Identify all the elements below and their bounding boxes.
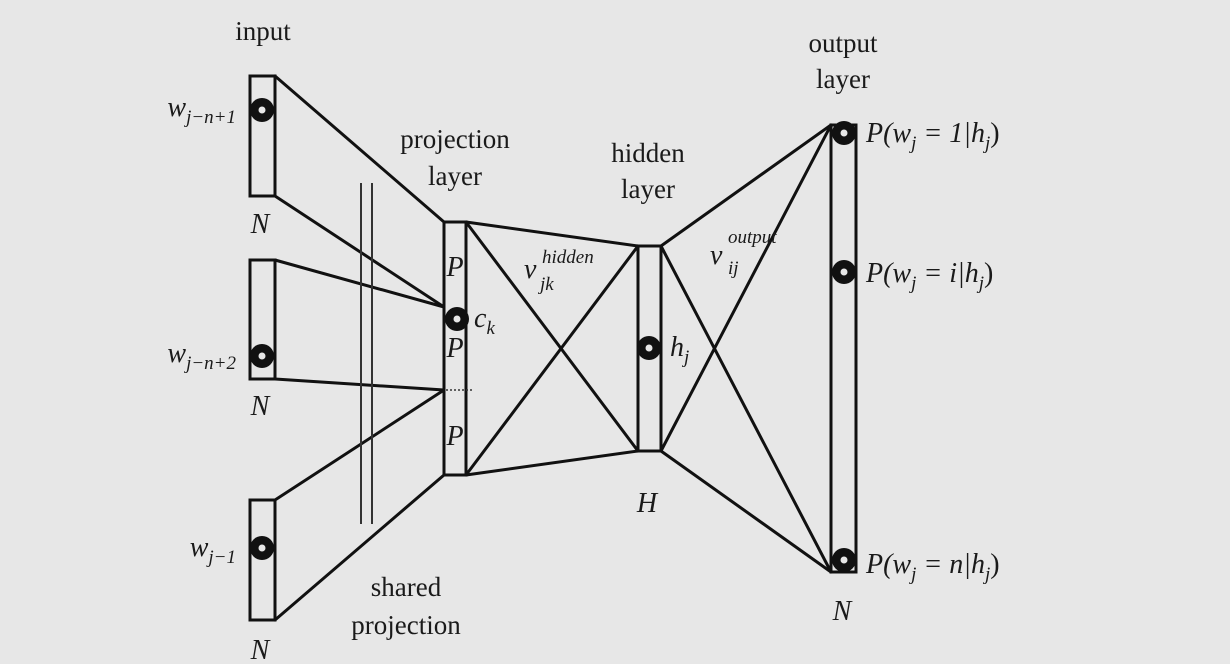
input-label: input <box>235 16 291 46</box>
projection-segment-p1: P <box>445 252 463 283</box>
hidden-weight-base: v <box>524 254 537 285</box>
input-box-3 <box>248 498 277 622</box>
output-label-line2: layer <box>816 64 870 94</box>
edge-input3-bottom <box>273 473 446 622</box>
projection-layer <box>442 220 472 477</box>
projection-segment-p2: P <box>445 333 463 364</box>
input-to-projection-edges <box>273 74 446 622</box>
input-word-3: wj−1 <box>190 532 236 568</box>
output-label-line1: output <box>808 28 878 58</box>
output-prob-2: P(wj = i|hj) <box>865 258 993 294</box>
output-prob-3: P(wj = n|hj) <box>865 549 1000 585</box>
edge-input1-top <box>273 74 446 224</box>
output-unit-dot-2 <box>832 260 856 284</box>
edge-proj-top-hid-bottom <box>464 220 640 453</box>
edge-proj-bottom-hid-top <box>464 244 640 477</box>
output-probability-labels: P(wj = 1|hj) P(wj = i|hj) P(wj = n|hj) N <box>832 118 1000 627</box>
input-box-1 <box>248 74 277 198</box>
layer-labels: input projection layer hidden layer outp… <box>235 16 878 640</box>
hidden-label-line2: layer <box>621 174 675 204</box>
output-weight-base: v <box>710 240 723 271</box>
hidden-size-label: H <box>636 488 659 519</box>
edge-input2-top <box>273 258 446 309</box>
edge-hid-bottom-out-top <box>659 123 833 453</box>
edge-proj-bottom-hid-bottom <box>464 449 640 477</box>
edge-hid-top-out-bottom <box>659 244 833 574</box>
weight-labels: v hidden jk v output ij <box>524 227 777 295</box>
hidden-unit-label: hj <box>670 332 689 368</box>
edge-hid-bottom-out-bottom <box>659 449 833 574</box>
hidden-label-line1: hidden <box>611 138 685 168</box>
projection-label-line2: layer <box>428 161 482 191</box>
hidden-layer <box>636 244 663 453</box>
hidden-weight-sup: hidden <box>542 247 594 268</box>
input-word-labels: wj−n+1 wj−n+2 wj−1 N N N <box>167 92 270 664</box>
output-unit-dot-1 <box>832 121 856 145</box>
input-unit-dot-2 <box>250 344 274 368</box>
hidden-annotations: hj H <box>636 332 689 519</box>
hidden-unit-dot <box>637 336 661 360</box>
output-size-label: N <box>832 596 853 627</box>
projection-unit-dot <box>445 307 469 331</box>
hidden-weight-sub: jk <box>537 274 554 295</box>
shared-label-line2: projection <box>351 610 461 640</box>
input-size-3: N <box>250 635 271 664</box>
input-size-2: N <box>250 391 271 422</box>
edge-hid-top-out-top <box>659 123 833 248</box>
projection-to-hidden-edges <box>464 220 640 477</box>
shared-projection-marker <box>360 183 373 524</box>
input-layer <box>248 74 277 622</box>
projection-unit-label: ck <box>474 303 495 339</box>
output-layer <box>829 121 858 574</box>
output-weight-sub: ij <box>728 258 739 279</box>
output-prob-1: P(wj = 1|hj) <box>865 118 1000 154</box>
output-unit-dot-3 <box>832 548 856 572</box>
input-unit-dot-1 <box>250 98 274 122</box>
input-word-1: wj−n+1 <box>167 92 236 128</box>
output-weight-sup: output <box>728 227 777 248</box>
edge-input3-top <box>273 388 446 502</box>
edge-input1-bottom <box>273 194 446 309</box>
projection-annotations: P P P ck <box>445 252 495 452</box>
shared-label-line1: shared <box>371 572 442 602</box>
edge-input2-bottom <box>273 377 446 392</box>
input-size-1: N <box>250 209 271 240</box>
projection-box <box>442 220 468 477</box>
hidden-to-output-edges <box>659 123 833 574</box>
projection-segment-p3: P <box>445 421 463 452</box>
output-box <box>829 123 858 574</box>
input-unit-dot-3 <box>250 536 274 560</box>
edge-proj-top-hid-top <box>464 220 640 248</box>
input-word-2: wj−n+2 <box>167 338 236 374</box>
projection-label-line1: projection <box>400 124 510 154</box>
